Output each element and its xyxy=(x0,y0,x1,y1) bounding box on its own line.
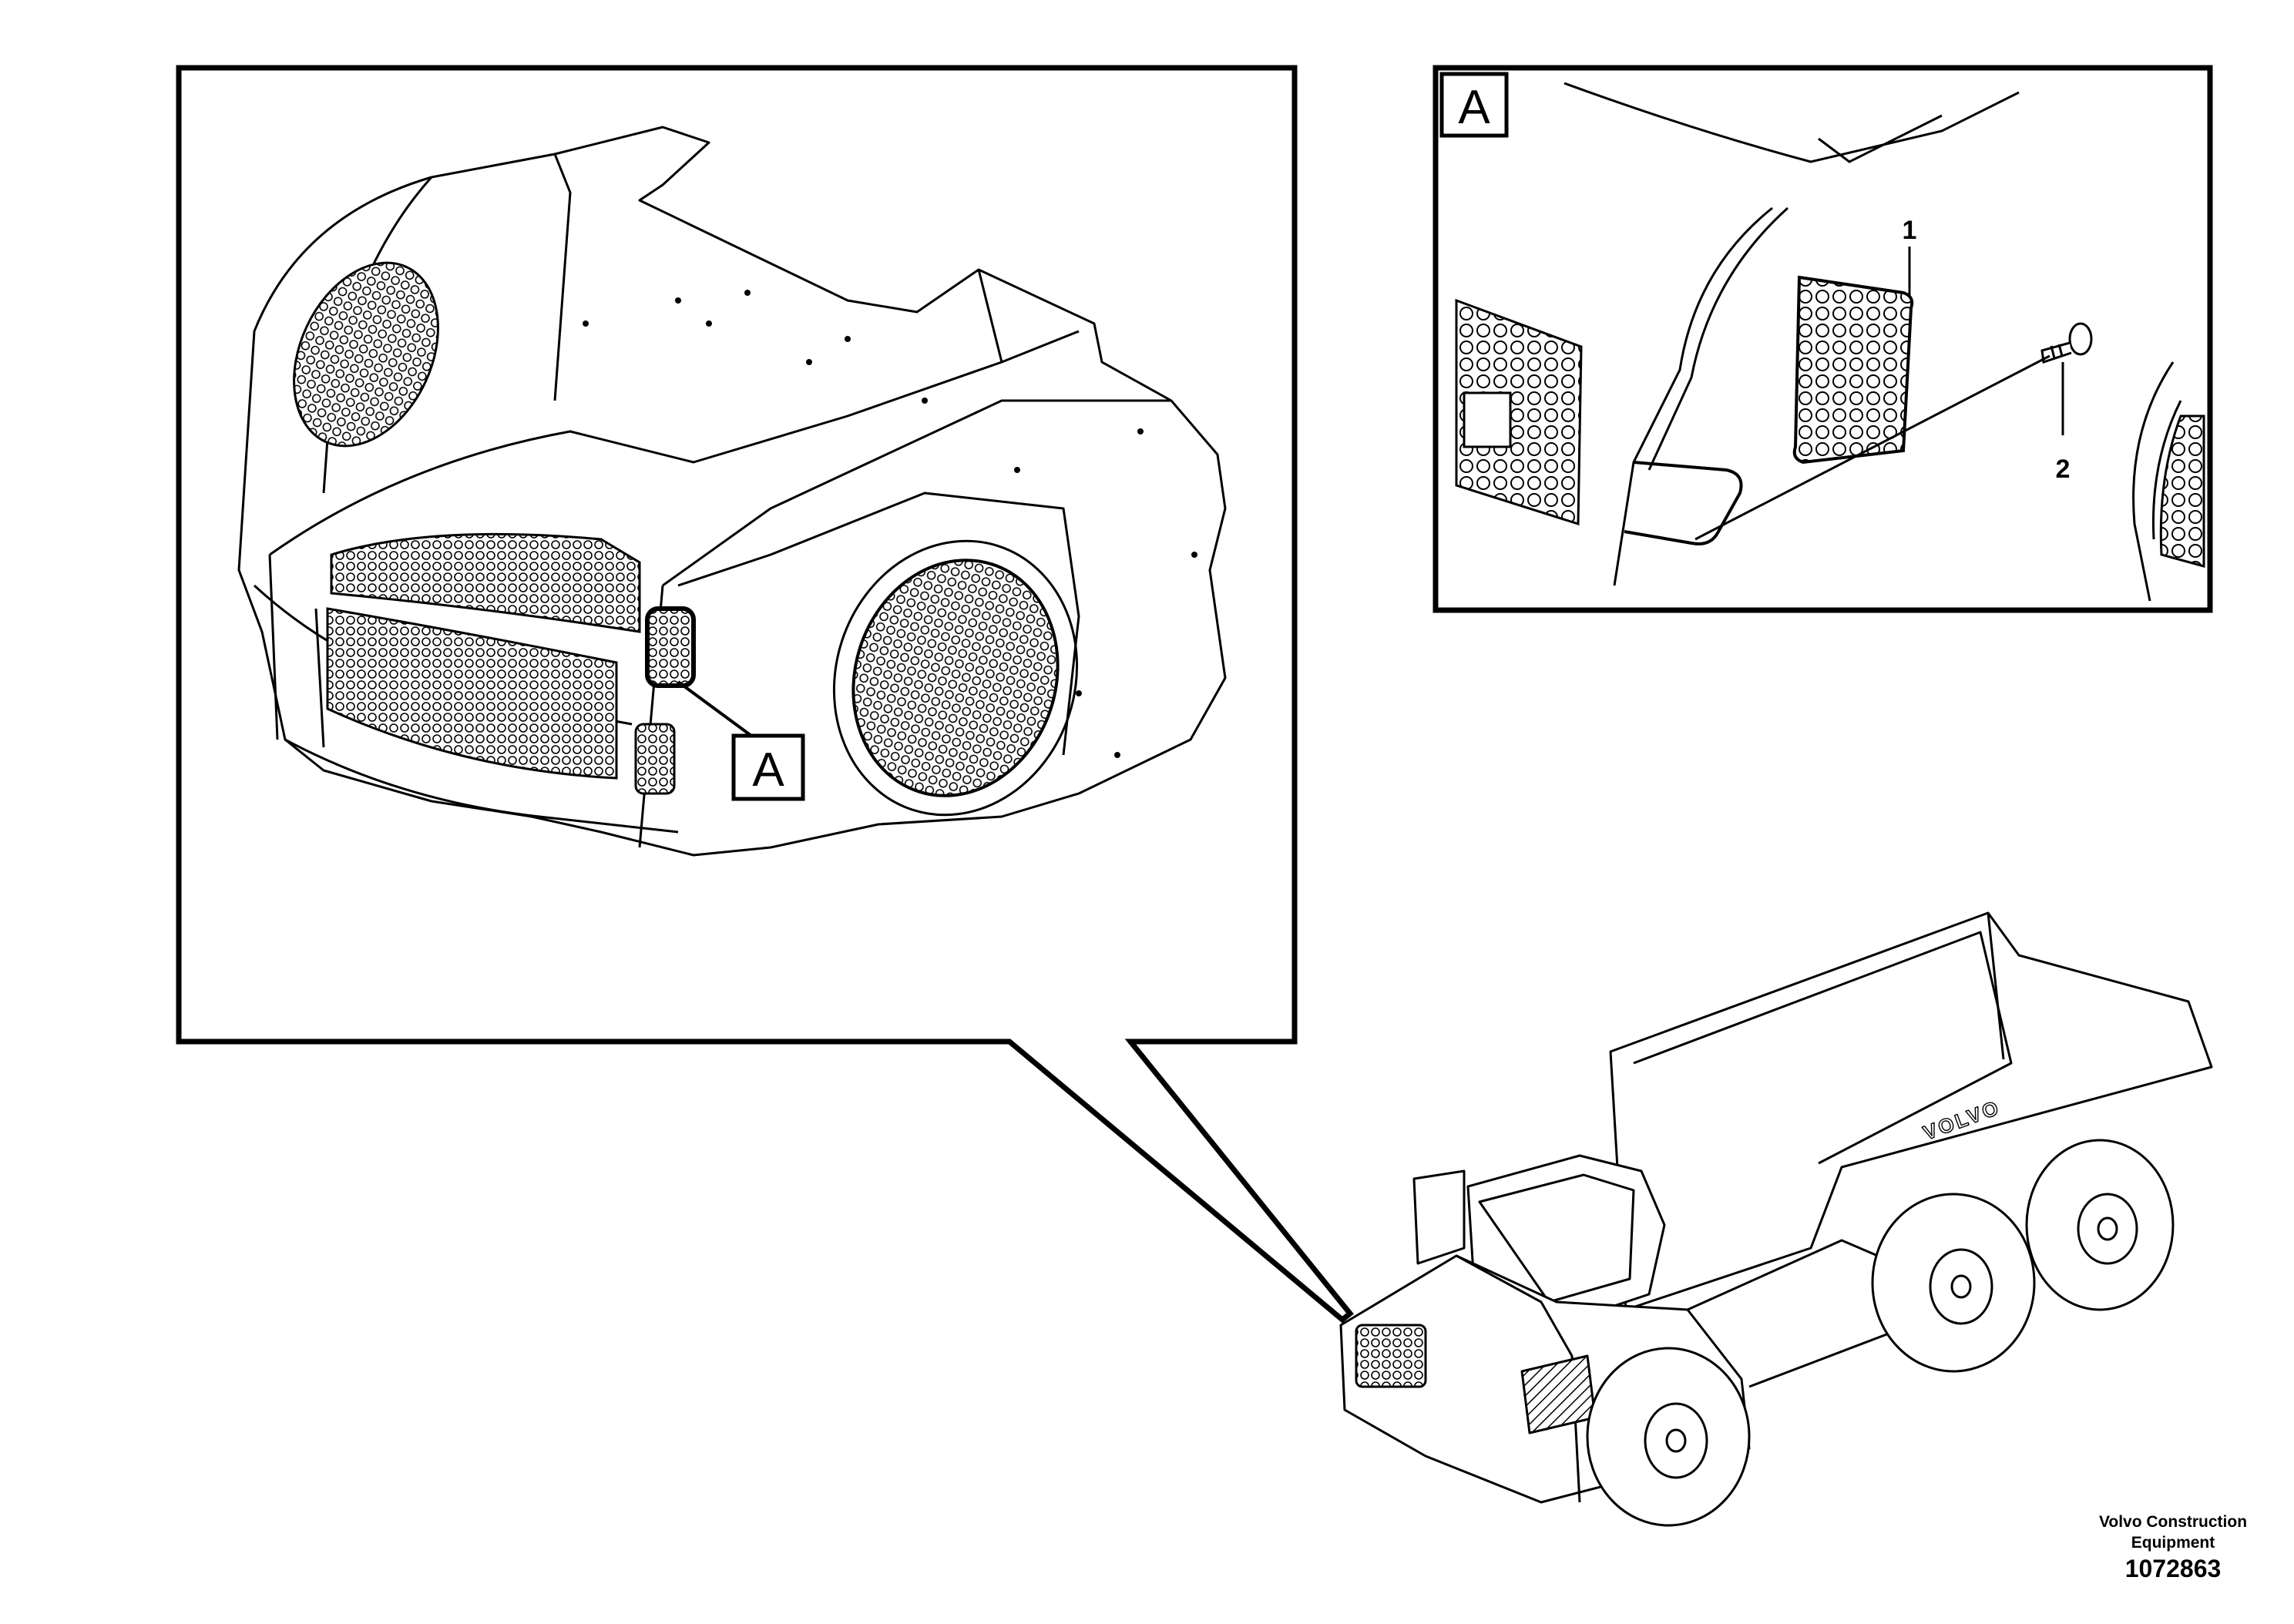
drawing-number: 1072863 xyxy=(2124,1555,2222,1582)
inset-grille-left xyxy=(1455,298,1583,526)
inset-leader-lines xyxy=(1694,247,2064,541)
front-grille-upper xyxy=(330,532,641,633)
publisher-line-1: Volvo Construction xyxy=(2098,1513,2248,1531)
publisher-line-2: Equipment xyxy=(2131,1534,2215,1552)
side-grille-right-frame xyxy=(832,539,1079,817)
side-grille-right xyxy=(851,559,1060,797)
inset-grille-part-1 xyxy=(1792,275,1914,465)
cab-door xyxy=(1412,1169,1466,1265)
publisher-credit: Volvo Construction Equipment 1072863 xyxy=(2050,1512,2294,1584)
leader-line-a xyxy=(677,680,753,737)
inset-view-a: A 1 2 xyxy=(1432,65,2213,613)
detail-view: A xyxy=(176,65,1354,1324)
dump-body xyxy=(1609,911,2213,1311)
front-grille-lower xyxy=(326,607,618,780)
inset-hood-lines xyxy=(1563,82,2182,602)
truck-front-grille xyxy=(1355,1324,1427,1388)
inset-grille-left-cutout xyxy=(1463,391,1512,448)
detail-view-frame xyxy=(176,65,1354,1324)
inset-label: A xyxy=(1458,81,1490,134)
inset-label-box xyxy=(1439,72,1509,138)
inset-grille-bracket xyxy=(1624,461,1743,545)
inset-grille-right xyxy=(2159,414,2205,568)
callout-a-label: A xyxy=(752,743,784,797)
corner-grille xyxy=(634,723,676,795)
part-number-2: 2 xyxy=(2056,455,2071,484)
highlighted-grille xyxy=(645,606,696,688)
wheels xyxy=(1586,1139,2175,1527)
callout-a-box xyxy=(731,733,805,801)
fastener-dots xyxy=(583,290,1197,758)
hauler-drawing: VOLVO xyxy=(1339,911,2213,1527)
side-grille-left xyxy=(293,261,439,448)
part-number-1: 1 xyxy=(1903,216,1917,245)
